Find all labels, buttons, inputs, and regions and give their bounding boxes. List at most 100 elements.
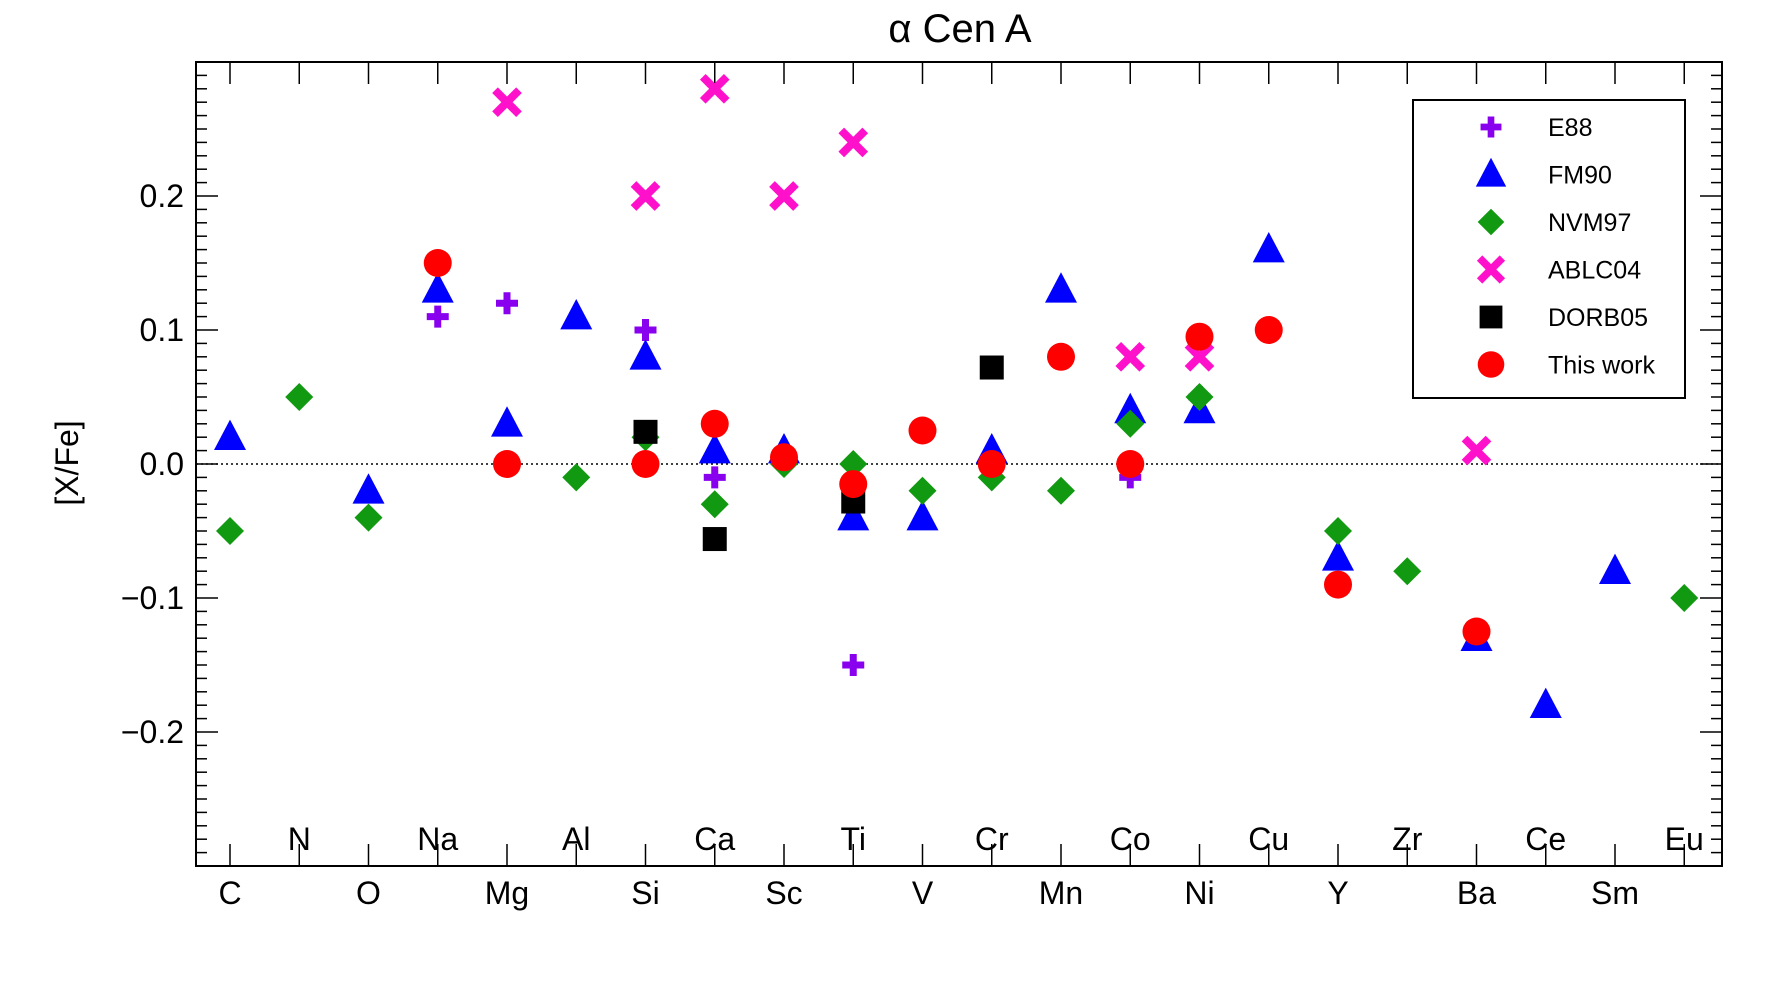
legend-box <box>1412 99 1686 399</box>
data-point-nvm97-Ti <box>839 450 868 478</box>
series-ablc04 <box>492 73 1492 466</box>
data-point-fm90-Sm <box>1599 553 1631 584</box>
data-point-ablc04-Ti <box>838 127 869 158</box>
element-label-Y: Y <box>1327 875 1348 911</box>
y-tick-label: −0.2 <box>121 714 184 750</box>
data-point-fm90-Ti <box>837 500 870 531</box>
legend-marker <box>1479 305 1503 329</box>
data-point-e88-Ca <box>703 466 726 489</box>
legend-marker <box>1476 255 1506 284</box>
y-tick-label: −0.1 <box>121 580 184 616</box>
legend-label: FM90 <box>1548 162 1612 190</box>
data-point-ablc04-Ca <box>699 73 730 104</box>
element-label-Eu: Eu <box>1665 821 1704 857</box>
data-point-dorb05-Ca <box>702 527 727 552</box>
legend-marker <box>1475 157 1507 187</box>
element-label-Sm: Sm <box>1591 875 1639 911</box>
data-point-nvm97-Al <box>562 463 591 492</box>
series-dorb05 <box>633 355 1004 552</box>
data-point-this-work-V <box>908 416 937 445</box>
data-point-this-work-Si <box>631 450 660 478</box>
data-point-this-work-Co <box>1116 450 1145 478</box>
data-point-ablc04-Ni <box>1184 341 1215 372</box>
data-point-nvm97-Mn <box>1047 476 1075 505</box>
data-point-e88-Mg <box>496 292 518 315</box>
data-point-ablc04-Co <box>1115 341 1146 372</box>
data-point-ablc04-Ba <box>1461 435 1492 466</box>
data-point-dorb05-Cr <box>979 355 1004 380</box>
legend-marker <box>1477 351 1505 378</box>
element-label-C: C <box>218 875 241 911</box>
data-point-fm90-Y <box>1322 540 1354 571</box>
data-point-nvm97-Zr <box>1393 557 1422 586</box>
data-point-nvm97-Y <box>1324 517 1352 545</box>
data-point-nvm97-N <box>285 383 314 411</box>
legend-label: E88 <box>1548 114 1592 142</box>
element-label-Ni: Ni <box>1184 875 1214 911</box>
legend-entry-fm90: FM90 <box>1475 157 1612 190</box>
data-point-this-work-Sc <box>770 443 798 472</box>
plot-area: 0.20.10.0−0.1−0.2CNONaMgAlSiCaScTiVCrMnC… <box>121 61 1723 911</box>
data-point-dorb05-Si <box>633 419 658 444</box>
series-nvm97 <box>216 383 1699 612</box>
data-point-this-work-Ca <box>700 409 729 438</box>
element-label-O: O <box>356 875 381 911</box>
data-point-fm90-V <box>906 500 939 531</box>
element-label-Cu: Cu <box>1248 821 1289 857</box>
element-label-Ce: Ce <box>1525 821 1566 857</box>
legend-marker <box>1480 116 1502 138</box>
legend-label: ABLC04 <box>1548 257 1641 285</box>
y-tick-label: 0.0 <box>140 446 184 482</box>
data-point-fm90-Cu <box>1252 232 1285 263</box>
data-point-nvm97-V <box>908 476 937 505</box>
element-label-Ba: Ba <box>1457 875 1496 911</box>
legend-label: This work <box>1548 352 1655 380</box>
data-point-e88-Ti <box>842 654 865 676</box>
element-label-Mn: Mn <box>1039 875 1083 911</box>
element-label-Zr: Zr <box>1392 821 1423 857</box>
data-point-nvm97-C <box>216 517 244 545</box>
data-point-fm90-Mn <box>1045 272 1077 303</box>
data-point-fm90-Ca <box>698 433 731 464</box>
series-e88 <box>426 292 1211 676</box>
data-point-fm90-Ce <box>1529 687 1562 718</box>
data-point-this-work-Ni <box>1185 322 1214 351</box>
element-label-Ca: Ca <box>694 821 735 857</box>
chart-title: α Cen A <box>888 7 1032 51</box>
data-point-this-work-Ba <box>1462 617 1491 646</box>
data-point-this-work-Ti <box>839 470 868 499</box>
legend-label: DORB05 <box>1548 304 1648 332</box>
element-label-Cr: Cr <box>975 821 1009 857</box>
element-label-Al: Al <box>562 821 590 857</box>
legend-label: NVM97 <box>1548 209 1631 237</box>
data-point-this-work-Cu <box>1254 316 1283 344</box>
legend-entry-this-work: This work <box>1477 351 1655 380</box>
data-point-nvm97-O <box>354 503 383 532</box>
element-label-Na: Na <box>417 821 458 857</box>
element-label-Sc: Sc <box>765 875 802 911</box>
y-axis-label: [X/Fe] <box>49 420 85 505</box>
legend-entry-dorb05: DORB05 <box>1479 304 1648 332</box>
data-point-ablc04-Si <box>630 181 661 211</box>
data-point-this-work-Mn <box>1047 342 1075 371</box>
element-label-Mg: Mg <box>485 875 529 911</box>
data-point-this-work-Cr <box>977 450 1006 478</box>
element-label-Ti: Ti <box>841 821 866 857</box>
data-point-ablc04-Sc <box>769 181 799 211</box>
data-point-ablc04-Mg <box>492 87 522 118</box>
data-point-nvm97-Eu <box>1670 584 1699 612</box>
data-point-this-work-Y <box>1324 570 1352 599</box>
element-label-Co: Co <box>1110 821 1151 857</box>
element-label-V: V <box>912 875 934 911</box>
legend-entry-e88: E88 <box>1480 114 1592 142</box>
element-label-Si: Si <box>631 875 659 911</box>
data-point-nvm97-Ni <box>1185 383 1214 411</box>
legend-entry-ablc04: ABLC04 <box>1476 255 1641 285</box>
y-tick-label: 0.1 <box>140 312 184 348</box>
data-point-e88-Na <box>426 305 449 328</box>
data-point-fm90-Na <box>421 272 454 303</box>
data-point-fm90-O <box>352 473 385 504</box>
element-label-N: N <box>288 821 311 857</box>
